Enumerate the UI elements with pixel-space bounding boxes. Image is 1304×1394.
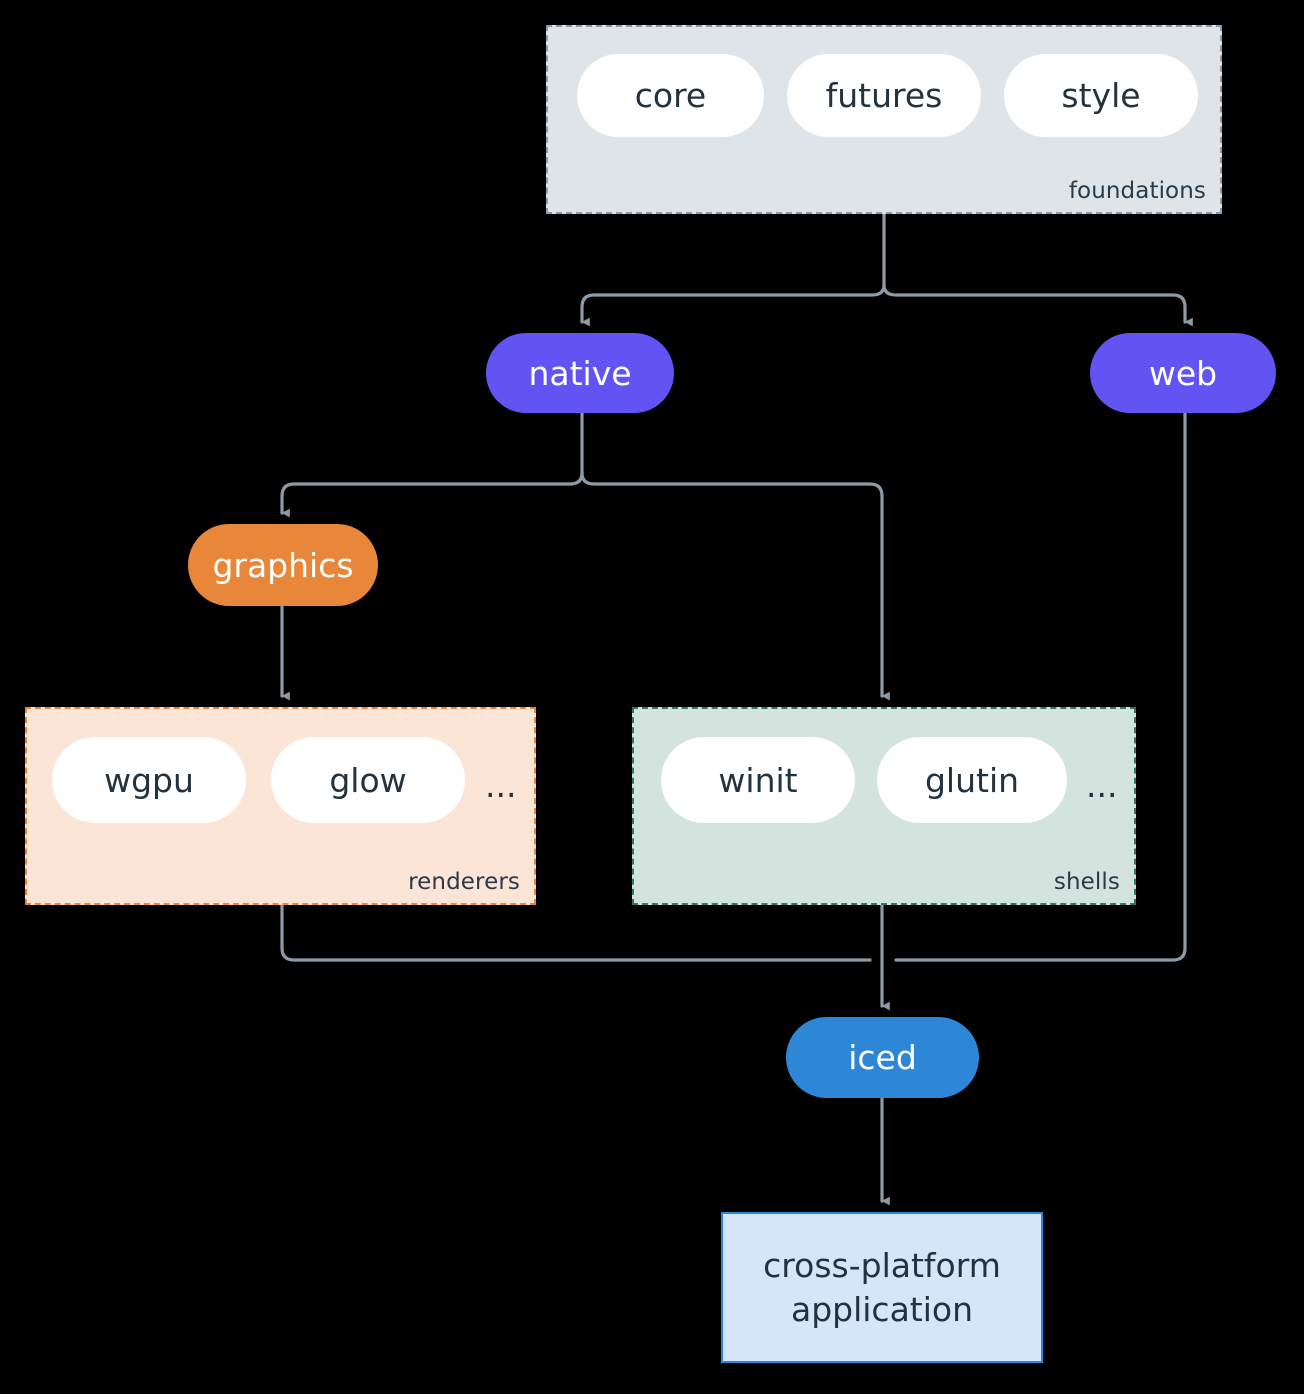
node-native[interactable]: native	[486, 333, 674, 413]
group-foundations: core futures style foundations	[546, 25, 1222, 214]
group-shells: winit glutin ... shells	[632, 707, 1136, 905]
shells-item-winit[interactable]: winit	[661, 737, 855, 823]
shells-item-glutin[interactable]: glutin	[877, 737, 1067, 823]
group-foundations-label: foundations	[1068, 178, 1206, 204]
node-iced-label: iced	[848, 1038, 917, 1077]
node-cross-platform-application[interactable]: cross-platform application	[721, 1212, 1043, 1363]
foundations-item-core-label: core	[634, 76, 707, 115]
renderers-item-wgpu-label: wgpu	[104, 760, 194, 800]
group-shells-label: shells	[1053, 869, 1120, 895]
edge-foundations-to-web	[882, 283, 1193, 327]
node-native-label: native	[528, 353, 632, 393]
shells-item-winit-label: winit	[718, 760, 798, 800]
renderers-item-wgpu[interactable]: wgpu	[52, 737, 246, 823]
group-renderers-label: renderers	[408, 869, 520, 895]
shells-item-glutin-label: glutin	[924, 760, 1020, 800]
foundations-item-style[interactable]: style	[1004, 54, 1198, 137]
renderers-more-ellipsis: ...	[485, 766, 517, 805]
edge-renderers-to-iced	[280, 903, 872, 962]
node-iced[interactable]: iced	[786, 1017, 979, 1098]
node-web-label: web	[1148, 353, 1218, 393]
shells-more-ellipsis: ...	[1086, 766, 1118, 805]
edge-native-to-shells	[580, 471, 890, 701]
node-application-line1: cross-platform	[763, 1245, 1001, 1285]
renderers-item-glow[interactable]: glow	[271, 737, 465, 823]
edge-native-to-graphics	[280, 471, 584, 518]
node-graphics[interactable]: graphics	[188, 524, 378, 606]
edge-foundations-to-native	[580, 283, 886, 327]
group-renderers: wgpu glow ... renderers	[25, 707, 536, 905]
foundations-item-core[interactable]: core	[577, 54, 764, 137]
foundations-item-style-label: style	[1061, 76, 1141, 115]
renderers-item-glow-label: glow	[329, 760, 407, 800]
node-web[interactable]: web	[1090, 333, 1276, 413]
node-graphics-label: graphics	[212, 545, 354, 585]
foundations-item-futures-label: futures	[825, 76, 943, 115]
foundations-item-futures[interactable]: futures	[787, 54, 981, 137]
node-application-line2: application	[790, 1289, 974, 1329]
